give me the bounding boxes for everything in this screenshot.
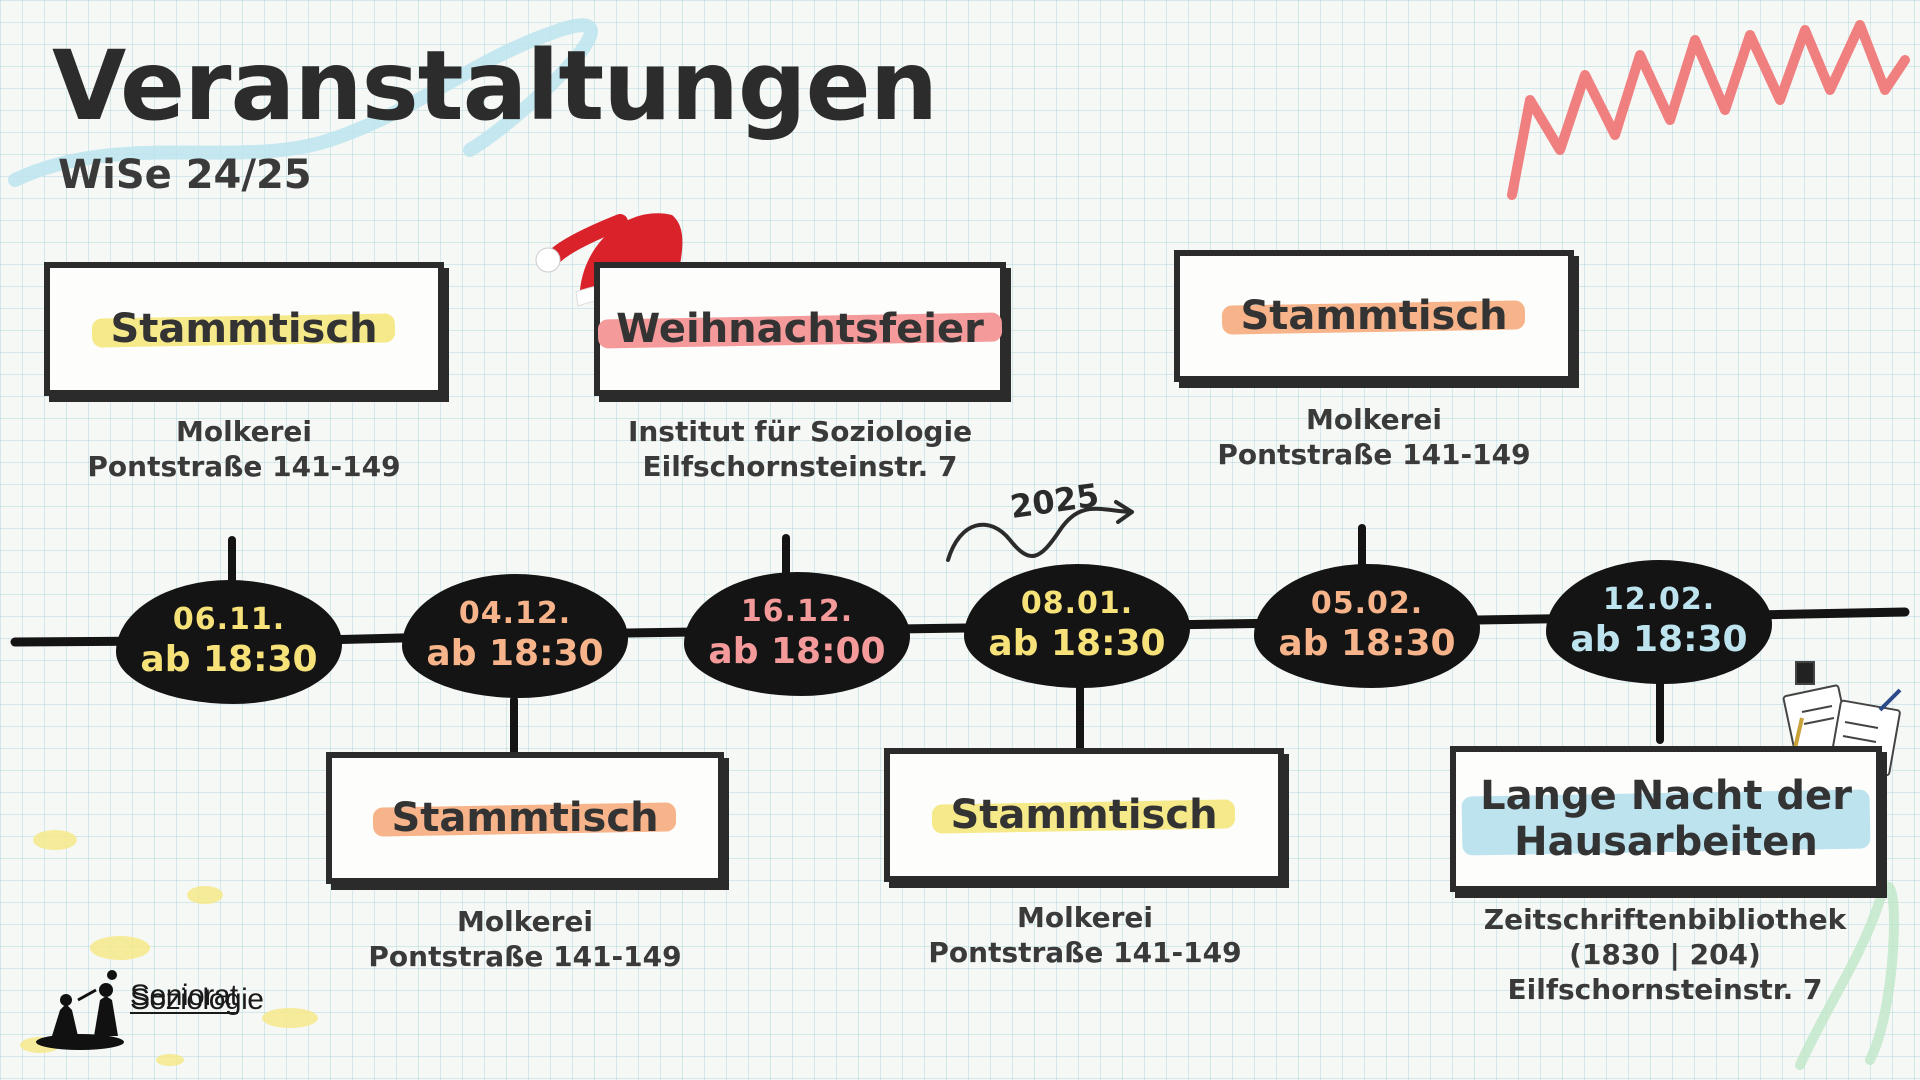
event-box-lange-nacht: Lange Nacht der Hausarbeiten bbox=[1450, 746, 1882, 892]
event-box-stammtisch-4: Stammtisch bbox=[884, 748, 1284, 882]
yellow-splatter-decoration bbox=[20, 830, 318, 1066]
year-arrow-head bbox=[1114, 500, 1134, 524]
chess-pieces-icon bbox=[36, 970, 124, 1050]
event-venue: Zeitschriftenbibliothek (1830 | 204) Eil… bbox=[1483, 903, 1847, 1006]
green-scribble-decoration bbox=[1795, 881, 1899, 1070]
event-box-stammtisch-2: Stammtisch bbox=[326, 752, 724, 884]
event-box-stammtisch-5: Stammtisch bbox=[1174, 250, 1574, 382]
zigzag-decoration bbox=[1507, 20, 1910, 200]
event-venue: Molkerei Pontstraße 141-149 bbox=[87, 415, 401, 483]
year-arrow-icon bbox=[946, 506, 1132, 562]
page-title: Veranstaltungen bbox=[52, 30, 938, 142]
date-blob-06-11: 06.11. ab 18:30 bbox=[116, 580, 342, 704]
logo-text: Seniorat Soziologie bbox=[130, 979, 264, 1016]
date-blob-08-01: 08.01. ab 18:30 bbox=[964, 564, 1190, 688]
event-venue: Molkerei Pontstraße 141-149 bbox=[928, 901, 1242, 969]
event-box-stammtisch-1: Stammtisch bbox=[44, 262, 444, 396]
event-title: Stammtisch bbox=[932, 792, 1235, 838]
date-blob-12-02: 12.02. ab 18:30 bbox=[1546, 560, 1772, 684]
event-title: Stammtisch bbox=[373, 795, 676, 841]
event-venue: Institut für Soziologie Eilfschornsteins… bbox=[627, 415, 973, 483]
seniorat-logo: Seniorat Soziologie bbox=[36, 972, 296, 1052]
date-blob-04-12: 04.12. ab 18:30 bbox=[402, 574, 628, 698]
page-subtitle: WiSe 24/25 bbox=[58, 152, 312, 198]
event-title: Lange Nacht der Hausarbeiten bbox=[1462, 773, 1870, 865]
event-title: Stammtisch bbox=[92, 306, 395, 352]
event-title: Stammtisch bbox=[1222, 293, 1525, 339]
date-blob-05-02: 05.02. ab 18:30 bbox=[1254, 564, 1480, 688]
event-venue: Molkerei Pontstraße 141-149 bbox=[1217, 403, 1531, 471]
blue-scribble-decoration bbox=[8, 18, 598, 187]
event-box-weihnachtsfeier: Weihnachtsfeier bbox=[594, 262, 1006, 396]
event-venue: Molkerei Pontstraße 141-149 bbox=[368, 905, 682, 973]
date-blob-16-12: 16.12. ab 18:00 bbox=[684, 572, 910, 696]
event-title: Weihnachtsfeier bbox=[598, 306, 1002, 352]
